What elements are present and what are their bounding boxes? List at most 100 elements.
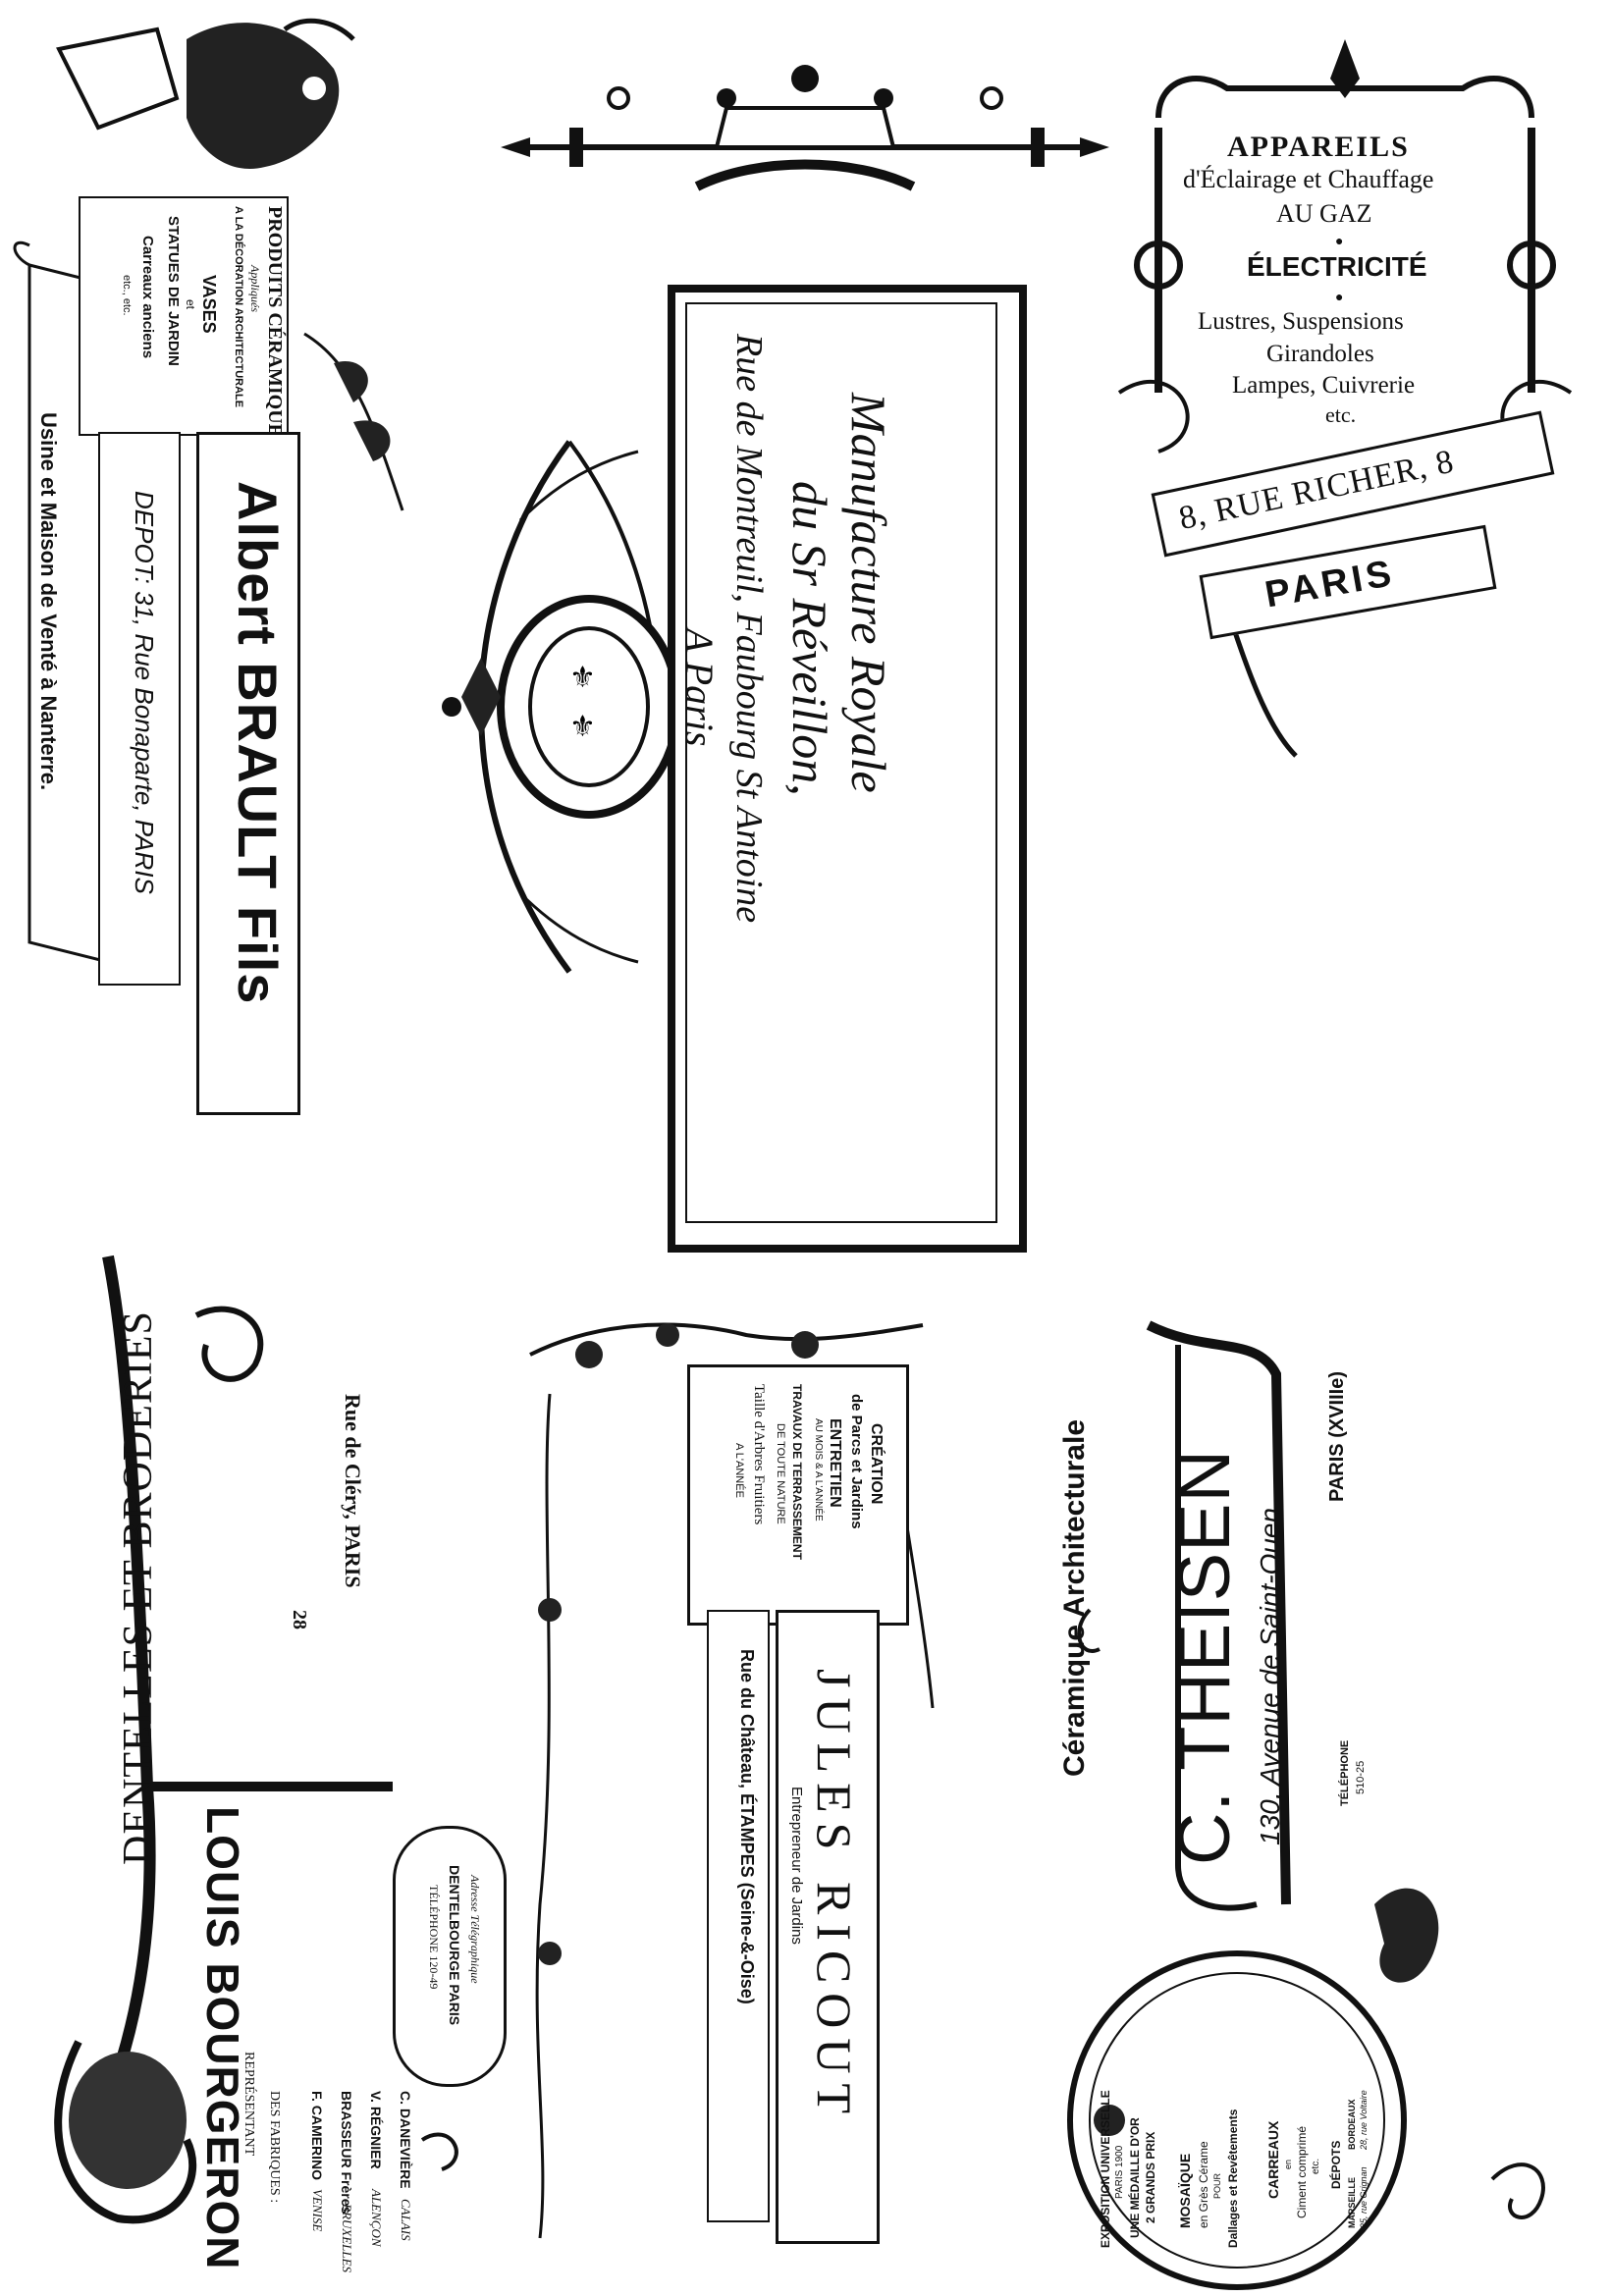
etc-label: etc., etc. (121, 275, 133, 316)
depots-text: DÉPOTS (1329, 2140, 1343, 2189)
theisen-frame (1067, 1320, 1545, 2290)
reveillon-city: A Paris (677, 628, 722, 747)
reveillon-inner-frame (685, 302, 997, 1223)
crown-swords-ornament (501, 65, 1109, 191)
rep-city: VENISE (310, 2189, 325, 2232)
telephone-label: TÉLÉPHONE 120-49 (427, 1885, 441, 1990)
etc-text: etc. (1325, 402, 1357, 427)
rep-name: F. CAMERINO (309, 2091, 325, 2180)
vases-label: VASES (199, 275, 219, 334)
art-nouveau-frame (54, 1255, 458, 2224)
a-lannee-text: A L'ANNÉE (733, 1443, 745, 1498)
statues-label: STATUES DE JARDIN (165, 216, 182, 366)
taille-text: Taille d'Arbres Fruitiers (751, 1384, 767, 1525)
theisen-name: C. THEISEN (1163, 1449, 1245, 1865)
gaz-text: AU GAZ (1276, 199, 1372, 228)
products-title: PRODUITS CÉRAMIQUES (264, 206, 286, 449)
carreaux-label: Carreaux anciens (139, 236, 156, 359)
entretien-text: ENTRETIEN (827, 1418, 843, 1508)
electricite-text: ÉLECTRICITÉ (1247, 251, 1427, 282)
name-banner (196, 432, 300, 1115)
reveillon-address: Rue de Montreuil, Faubourg St Antoine (728, 334, 770, 924)
griffin-ornament (56, 18, 355, 169)
rep-city: BRUXELLES (340, 2204, 354, 2273)
ceramique-text: Céramique Architecturale (1058, 1418, 1091, 1777)
rep-city: CALAIS (399, 2199, 413, 2241)
bourgeron-label: DENTELLES ET BRODERIES LOUIS BOURGERON 2… (20, 1237, 569, 2277)
svg-text:⚜: ⚜ (569, 662, 596, 694)
city-text: PARIS (1262, 552, 1399, 616)
rep-name: V. RÉGNIER (368, 2091, 384, 2169)
ricout-address-banner (707, 1610, 770, 2222)
brault-name: Albert BRAULT Fils (227, 481, 289, 1005)
pour-text: POUR (1212, 2172, 1222, 2199)
ricout-address: Rue du Château, ÉTAMPES (Seine-&-Oise) (737, 1649, 757, 2004)
street-number: 28 (289, 1610, 310, 1629)
rep-name: BRASSEUR Frères (339, 2091, 354, 2215)
expo-text: EXPOSITION UNIVERSELLE (1099, 2090, 1112, 2248)
fabriques-label: DES FABRIQUES : (267, 2091, 282, 2204)
reveillon-label: ⚜ ⚜ Manufacture Royale du Sr Réveillon, … (422, 285, 1031, 1253)
ricout-name: JULES RICOUT (807, 1669, 862, 2124)
parcs-text: de Parcs et Jardins (848, 1394, 865, 1529)
adresse-label: Adresse Télégraphique (468, 1875, 482, 1984)
leaf-ornament (303, 332, 404, 511)
svg-text:⚜: ⚜ (569, 711, 596, 743)
rep-name: C. DANEVIÈRE (398, 2091, 413, 2189)
lustres-text: Lustres, Suspensions (1198, 308, 1404, 335)
richer-label: APPAREILS d'Éclairage et Chauffage AU GA… (1100, 39, 1590, 766)
services-box (687, 1364, 909, 1626)
manufacture-line: Manufacture Royale (841, 393, 896, 793)
rep-city: ALENÇON (369, 2189, 384, 2247)
brault-label: PRODUITS CÉRAMIQUES Appliqués A LA DÉCOR… (0, 0, 510, 1119)
usine-text: Usine et Maison de Venté à Nanterre. (36, 412, 61, 791)
products-line2: A LA DÉCORATION ARCHITECTURALE (233, 206, 244, 408)
depot-address: DEPOT: 31, Rue Bonaparte, PARIS (130, 491, 159, 894)
appareils-heading: APPAREILS (1227, 131, 1410, 163)
ciment-text: Ciment comprimé (1295, 2125, 1309, 2218)
bourgeron-street: Rue de Cléry, PARIS (341, 1394, 365, 1588)
bullet-icon: ● (1335, 233, 1344, 248)
paris1900-text: PARIS 1900 (1114, 2145, 1125, 2199)
carreaux-text: CARREAUX (1265, 2120, 1281, 2199)
marseille-text: MARSEILLE (1347, 2176, 1357, 2228)
creation-text: CRÉATION (868, 1423, 885, 1505)
reveillon-name: du Sr Réveillon, (782, 481, 837, 796)
ricout-name-banner (776, 1610, 880, 2244)
toute-nature-text: DE TOUTE NATURE (775, 1423, 786, 1524)
mosaique-text: MOSAÏQUE (1177, 2153, 1193, 2228)
theisen-paris: PARIS (XVIIIe) (1326, 1371, 1348, 1502)
travaux-text: TRAVAUX DE TERRASSEMENT (790, 1384, 804, 1560)
gres-text: en Grès Cérame (1197, 2141, 1210, 2228)
dentelles-text: DENTELLES ET BRODERIES (116, 1310, 161, 1865)
theisen-etc: etc. (1311, 2158, 1321, 2174)
eclairage-text: d'Éclairage et Chauffage (1183, 165, 1434, 193)
ricout-label: CRÉATION de Parcs et Jardins ENTRETIEN A… (510, 1315, 962, 2258)
bordeaux-text: BORDEAUX (1347, 2099, 1357, 2150)
marseille-addr: 25, rue Grignan (1359, 2166, 1369, 2228)
et-label: et (184, 299, 197, 310)
products-sub: Appliqués (248, 265, 262, 312)
dallages-text: Dallages et Revêtements (1226, 2109, 1240, 2248)
lampes-text: Lampes, Cuivrerie (1232, 372, 1416, 399)
depot-banner (98, 432, 181, 986)
theisen-label: Céramique Architecturale C. THEISEN 130,… (1058, 1315, 1590, 2290)
theisen-address: 130, Avenue de Saint-Ouen (1255, 1507, 1285, 1845)
products-box (79, 196, 289, 436)
telegraph-address: DENTELBOURGE PARIS (447, 1865, 462, 2026)
entrepreneur-text: Entrepreneur de Jardins (788, 1787, 805, 1945)
bullet-icon: ● (1335, 289, 1344, 304)
medaille-text: UNE MÉDAILLE D'OR (1128, 2117, 1142, 2238)
girandoles-text: Girandoles (1266, 341, 1374, 367)
theisen-tel-no: 510-25 (1355, 1760, 1367, 1794)
theisen-telephone: TÉLÉPHONE (1339, 1739, 1351, 1806)
en-text: en (1283, 2159, 1293, 2169)
foliage-crest-ornament: ⚜ ⚜ (442, 440, 681, 974)
au-mois-text: AU MOIS & A L'ANNÉE (813, 1418, 824, 1522)
telegraph-oval (393, 1826, 507, 2087)
vine-ornament (529, 1322, 935, 2239)
representant-label: REPRÉSENTANT (242, 2052, 256, 2157)
grands-prix-text: 2 GRANDS PRIX (1144, 2131, 1157, 2223)
bordeaux-addr: 28, rue Voltaire (1359, 2090, 1369, 2150)
bourgeron-name: LOUIS BOURGERON (197, 1806, 248, 2270)
